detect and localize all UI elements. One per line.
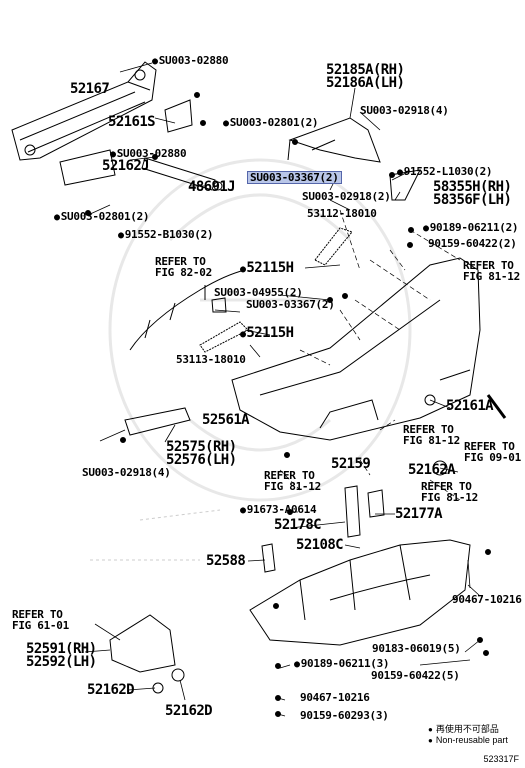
label-58355H: 58355H(RH) (433, 179, 512, 195)
legend-en: ●Non-reusable part (428, 735, 508, 745)
label-90467-10216-b: 90467-10216 (452, 593, 522, 606)
label-52161A: 52161A (446, 398, 494, 414)
label-53112-18010: 53112-18010 (307, 207, 377, 220)
bracket-52561A (211, 297, 227, 313)
label-91552-L1030: 91552-L1030(2) (397, 166, 493, 178)
legend-jp-text: 再使用不可部品 (435, 724, 499, 734)
legend-jp: ●再使用不可部品 (428, 724, 499, 734)
label-52592: 52592(LH) (26, 654, 97, 670)
label-SU003-02801-2: SU003-02801(2) (223, 117, 319, 129)
refer-fig: FIG 61-01 (12, 619, 69, 632)
label-53113-18010: 53113-18010 (176, 353, 246, 366)
refer-text: REFER TO (264, 469, 315, 482)
refer-text: REFER TO (155, 255, 206, 268)
bracket-52591 (109, 614, 176, 673)
label-48691J: 48691J (188, 179, 236, 195)
label-52162D-b: 52162D (165, 703, 213, 719)
bracket-52178C (344, 485, 361, 538)
label-52177A: 52177A (395, 506, 443, 522)
label-90183-06019: 90183-06019(5) (372, 642, 461, 655)
bracket-52588 (261, 543, 276, 573)
bumper-cover-52159 (231, 257, 481, 441)
label-52178C: 52178C (274, 517, 322, 533)
label-52115H-b: 52115H (240, 326, 294, 341)
label-90159-60422-2: 90159-60422(2) (428, 237, 517, 250)
bumper-reinforcement-52167 (11, 61, 157, 161)
refer-fig: FIG 81-12 (463, 270, 520, 283)
strut-48691J (141, 157, 223, 191)
label-52576: 52576(LH) (166, 452, 237, 468)
pad-52161A (424, 394, 436, 406)
refer-text: REFER TO (421, 480, 472, 493)
label-90189-06211-2: 90189-06211(2) (423, 222, 519, 234)
refer-fig: FIG 81-12 (421, 491, 478, 504)
label-SU003-02918-4b: SU003-02918(4) (82, 466, 171, 479)
label-52186A: 52186A(LH) (326, 75, 405, 91)
label-52561A: 52561A (202, 412, 250, 428)
refer-fig: FIG 81-12 (264, 480, 321, 493)
label-SU003-02918-2: SU003-02918(2) (302, 190, 391, 203)
refer-fig: FIG 82-02 (155, 266, 212, 279)
label-SU003-02880-b: SU003-02880 (110, 148, 187, 160)
retainer-52162A (432, 460, 448, 476)
label-91552-B1030: 91552-B1030(2) (118, 229, 214, 241)
refer-text: REFER TO (12, 608, 63, 621)
label-52162D-a: 52162D (87, 682, 135, 698)
wire-harness (129, 269, 246, 351)
label-90189-06211-3: 90189-06211(3) (294, 658, 390, 670)
label-52161S: 52161S (108, 114, 156, 130)
label-52185A: 52185A(RH) (326, 62, 405, 78)
diagram-code: 523317F (483, 754, 519, 764)
label-SU003-02880: SU003-02880 (152, 55, 229, 67)
legend: ●再使用不可部品 ●Non-reusable part (428, 724, 508, 746)
refer-text: REFER TO (403, 423, 454, 436)
retainer-52162J (59, 149, 116, 186)
label-52575: 52575(RH) (166, 439, 237, 455)
label-SU003-02918-4: SU003-02918(4) (360, 104, 449, 117)
label-SU003-03367-b: SU003-03367(2) (246, 298, 335, 311)
legend-en-text: Non-reusable part (435, 735, 508, 745)
bracket-52177A (367, 489, 385, 518)
label-90467-10216-a: 90467-10216 (300, 691, 370, 704)
bracket-52161S (164, 99, 193, 133)
undercover-52108C (249, 539, 471, 646)
label-58356F: 58356F(LH) (433, 192, 512, 208)
label-SU003-03367-highlight: SU003-03367(2) (247, 171, 342, 184)
refer-text: REFER TO (464, 440, 515, 453)
label-52108C: 52108C (296, 537, 344, 553)
label-52162A: 52162A (408, 462, 456, 478)
retainer-52162D-b (171, 668, 185, 682)
retainer-52575 (124, 407, 191, 436)
label-90159-60293-3: 90159-60293(3) (300, 709, 389, 722)
watermark (108, 158, 412, 502)
label-52159: 52159 (331, 456, 371, 472)
label-52162J: 52162J (102, 158, 150, 174)
label-SU003-02801-2b: SU003-02801(2) (54, 211, 150, 223)
label-SU003-04955: SU003-04955(2) (214, 286, 303, 299)
label-90159-60422-5: 90159-60422(5) (371, 669, 460, 682)
label-52167: 52167 (70, 81, 110, 97)
label-52588: 52588 (206, 553, 246, 569)
reflector-53112 (314, 227, 353, 266)
refer-fig: FIG 09-01 (464, 451, 521, 464)
refer-text: REFER TO (463, 259, 514, 272)
label-52115H-a: 52115H (240, 261, 294, 276)
label-91673-A0614: 91673-A0614 (240, 504, 317, 516)
refer-fig: FIG 81-12 (403, 434, 460, 447)
label-52591: 52591(RH) (26, 641, 97, 657)
